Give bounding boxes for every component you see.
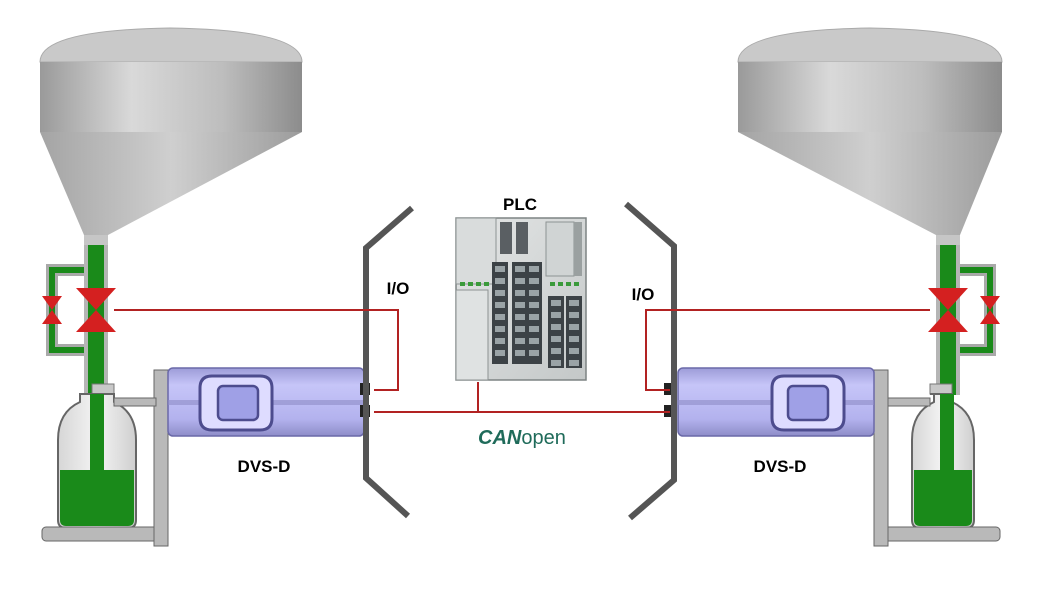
right-dvs-label: DVS-D [754,457,807,476]
plc-unit [455,217,587,381]
right-platform [875,526,1001,542]
left-hopper [39,27,303,245]
right-io-label: I/O [632,285,655,304]
left-main-valve-icon [76,288,116,332]
left-bypass-valve-icon [42,296,62,324]
right-station: DVS-D [664,27,1003,547]
right-bypass-pipe [956,264,996,356]
left-bottle [57,383,137,529]
left-dvs-sensor [167,367,370,437]
left-station: DVS-D [39,27,370,547]
plc-label: PLC [503,195,537,214]
canopen-logo: CANopen [478,427,566,449]
left-dvs-label: DVS-D [238,457,291,476]
canopen-suffix: open [521,427,566,449]
left-io-label: I/O [387,279,410,298]
right-hopper [737,27,1003,245]
left-bypass-pipe [46,264,88,356]
right-main-valve-icon [928,288,968,332]
right-bottle [911,383,975,529]
right-dvs-sensor [664,367,875,437]
left-platform [41,526,167,542]
left-enclosure-wall [363,205,414,519]
io-signal-lines [114,309,930,391]
canopen-brand: CAN [478,427,522,449]
right-bypass-valve-icon [980,296,1000,324]
right-enclosure-wall [624,201,677,521]
